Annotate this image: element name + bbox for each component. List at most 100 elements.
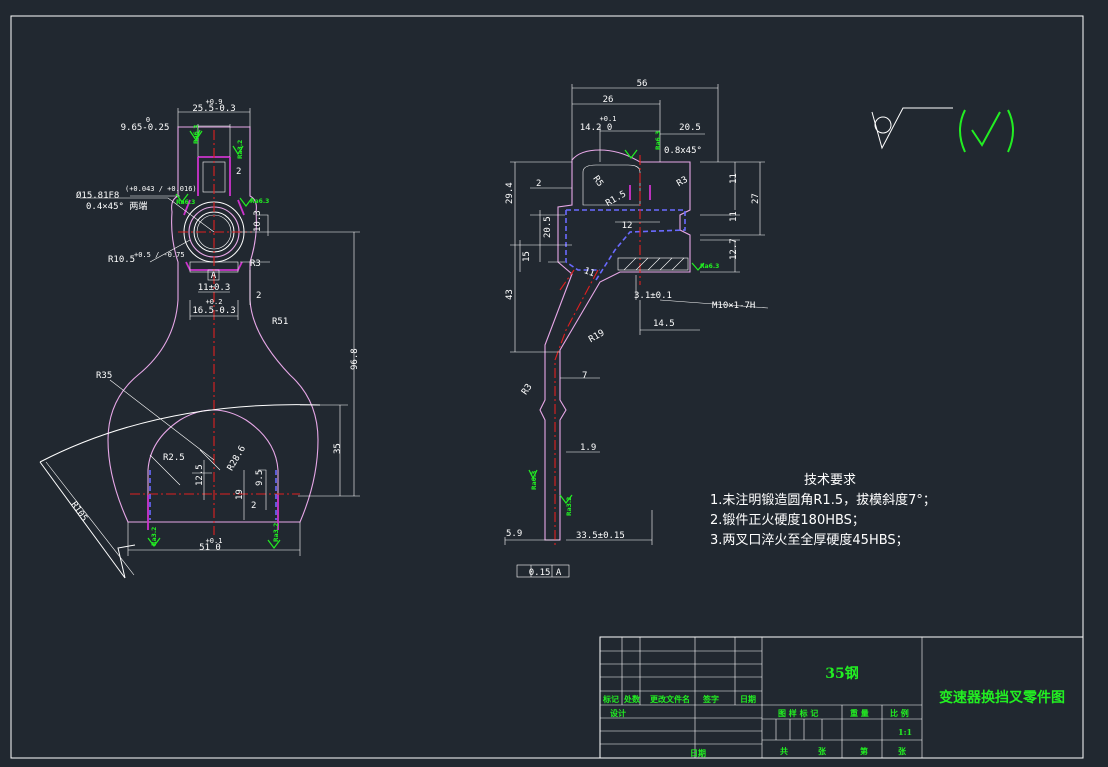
dim-96: 96.8: [350, 348, 360, 370]
tb-title: 变速器换挡叉零件图: [939, 689, 1065, 706]
dim-14-tol: +0.1: [600, 115, 617, 123]
dim-chamfer: 0.4×45° 两端: [86, 200, 147, 212]
dim-two-c: 2: [251, 501, 256, 511]
dim-35: 35: [333, 443, 343, 454]
dim-top-width: 25.5-0.3: [192, 104, 235, 114]
roughness-left: Ra6.3 Ra3.2 Ra6.3 Ra6.3 Ra3.2 Ra3.2: [147, 125, 281, 549]
hidden-lines: [149, 470, 277, 520]
tb-sheet-total: 共: [780, 746, 788, 756]
tb-scale-value: 1:1: [898, 727, 912, 737]
dim-r3-r: R3: [675, 175, 689, 189]
dim-51: 51 0: [199, 543, 221, 553]
hatch-lines: [623, 257, 685, 271]
dim-11a: 11: [729, 173, 739, 184]
tb-h-count: 处数: [623, 694, 641, 704]
tol-frame-text: 0.15 A: [529, 568, 562, 578]
head-inner: [582, 164, 641, 206]
dim-sixteen-tol: +0.2: [206, 298, 223, 306]
dim-r105-tol: +0.5 / -0.75: [134, 251, 185, 259]
tb-sheet-no: 第: [860, 746, 868, 756]
dim-26: 26: [603, 95, 614, 105]
ra-l1: Ra6.3: [193, 125, 200, 144]
r105-arc: [39, 404, 321, 463]
break-line: [39, 461, 136, 579]
dim-r105: R10.5: [108, 255, 135, 265]
dim-51-tol: +0.1: [206, 537, 223, 545]
dim-12-7: 12.7: [729, 238, 739, 260]
left-view: +0.9 25.5-0.3 0 9.65-0.25 2 10.3 Ø15.81F…: [39, 98, 360, 579]
roughness-circle-icon: [874, 116, 892, 134]
dim-r19: R19: [587, 328, 606, 345]
tol-frame: [516, 564, 570, 578]
ra-r2: Ra6.3: [700, 263, 719, 270]
tb-h-mark: 标记: [602, 694, 619, 704]
check-mark-icon: [959, 109, 1014, 153]
dim-27: 27: [751, 193, 761, 204]
dim-56: 56: [637, 79, 648, 89]
lever-outline: [539, 149, 691, 541]
fork-slot: [147, 409, 279, 517]
dim-r3b: R3: [520, 382, 534, 397]
dim-r51: R51: [272, 317, 288, 327]
tb-h-date: 日期: [740, 694, 756, 704]
dim-ten3: 10.3: [253, 210, 263, 232]
ra-r1: Ra6.3: [655, 131, 662, 150]
datum-box: [207, 269, 220, 281]
hidden-right: [565, 209, 686, 281]
dim-r286: R28.6: [226, 444, 248, 472]
tb-weight: 重 量: [850, 708, 869, 718]
dim-20-5: 20.5: [679, 123, 701, 133]
dim-43: 43: [505, 289, 515, 300]
dim-3-1: 3.1±0.1: [634, 291, 672, 301]
dim-two-a: 2: [236, 167, 241, 177]
dim-bore: Ø15.81F8: [76, 190, 119, 201]
dim-1-9: 1.9: [580, 443, 596, 453]
datum-a: A: [211, 271, 217, 281]
dim-15-r: 15: [522, 251, 532, 262]
dim-chamfer-r: 0.8x45°: [664, 146, 702, 156]
tb-scale: 比 例: [890, 708, 909, 718]
tech-line-3: 3.两叉口淬火至全厚硬度45HBS；: [710, 532, 909, 548]
dim-nine: 9.5: [255, 470, 265, 486]
dim-nineteen: 19: [235, 489, 245, 500]
tb-material: 35钢: [825, 665, 858, 682]
ra-l4: Ra6.3: [250, 198, 269, 205]
dim-11b: 11: [729, 211, 739, 222]
dim-r105b: R105: [68, 500, 89, 524]
dim-12-r: 12: [622, 221, 633, 231]
ra-l3: Ra6.3: [176, 199, 195, 206]
tech-line-2: 2.锻件正火硬度180HBS；: [710, 512, 865, 528]
general-roughness: [871, 107, 1014, 153]
tech-title: 技术要求: [804, 473, 856, 488]
dim-bore-tol: (+0.043 / +0.016): [125, 185, 197, 193]
roughness-right: Ra6.3 Ra6.3 Ra6.3 Ra3.2: [528, 131, 719, 516]
ra-r3: Ra6.3: [531, 471, 538, 490]
dim-top-tol: +0.9: [206, 98, 223, 106]
tb-date: 日期: [690, 748, 706, 758]
tech-line-1: 1.未注明锻造圆角R1.5，拔模斜度7°；: [710, 492, 936, 508]
dim-2-r: 2: [536, 179, 541, 189]
dim-eleven: 11±0.3: [198, 283, 231, 293]
tb-sheet-word2: 张: [898, 746, 907, 756]
dim-two-b: 2: [256, 291, 261, 301]
tech-requirements: 技术要求 1.未注明锻造圆角R1.5，拔模斜度7°； 2.锻件正火硬度180HB…: [710, 473, 936, 548]
dim-20-5b: 20.5: [543, 216, 553, 238]
fork-tips-magenta: [147, 495, 279, 530]
lever-magenta: [629, 185, 651, 200]
drawing-border: [10, 15, 1084, 759]
dim-lines-left: [45, 108, 360, 576]
dim-lines-right: [504, 84, 769, 545]
tb-h-sign: 签字: [702, 694, 719, 704]
dim-twelve: 12.5: [195, 464, 205, 486]
dim-r25: R2.5: [163, 453, 185, 463]
dim-r5: R5: [590, 174, 604, 189]
dim-r15: R1.5: [604, 189, 628, 209]
ra-l2: Ra3.2: [237, 140, 244, 159]
center-right: [554, 155, 641, 545]
ra-r4: Ra3.2: [566, 497, 573, 516]
dim-r35: R35: [96, 371, 112, 381]
dim-14: 14.2 0: [580, 123, 613, 133]
dim-sixteen: 16.5-0.3: [192, 306, 235, 316]
tb-stage: 图 样 标 记: [778, 708, 818, 718]
